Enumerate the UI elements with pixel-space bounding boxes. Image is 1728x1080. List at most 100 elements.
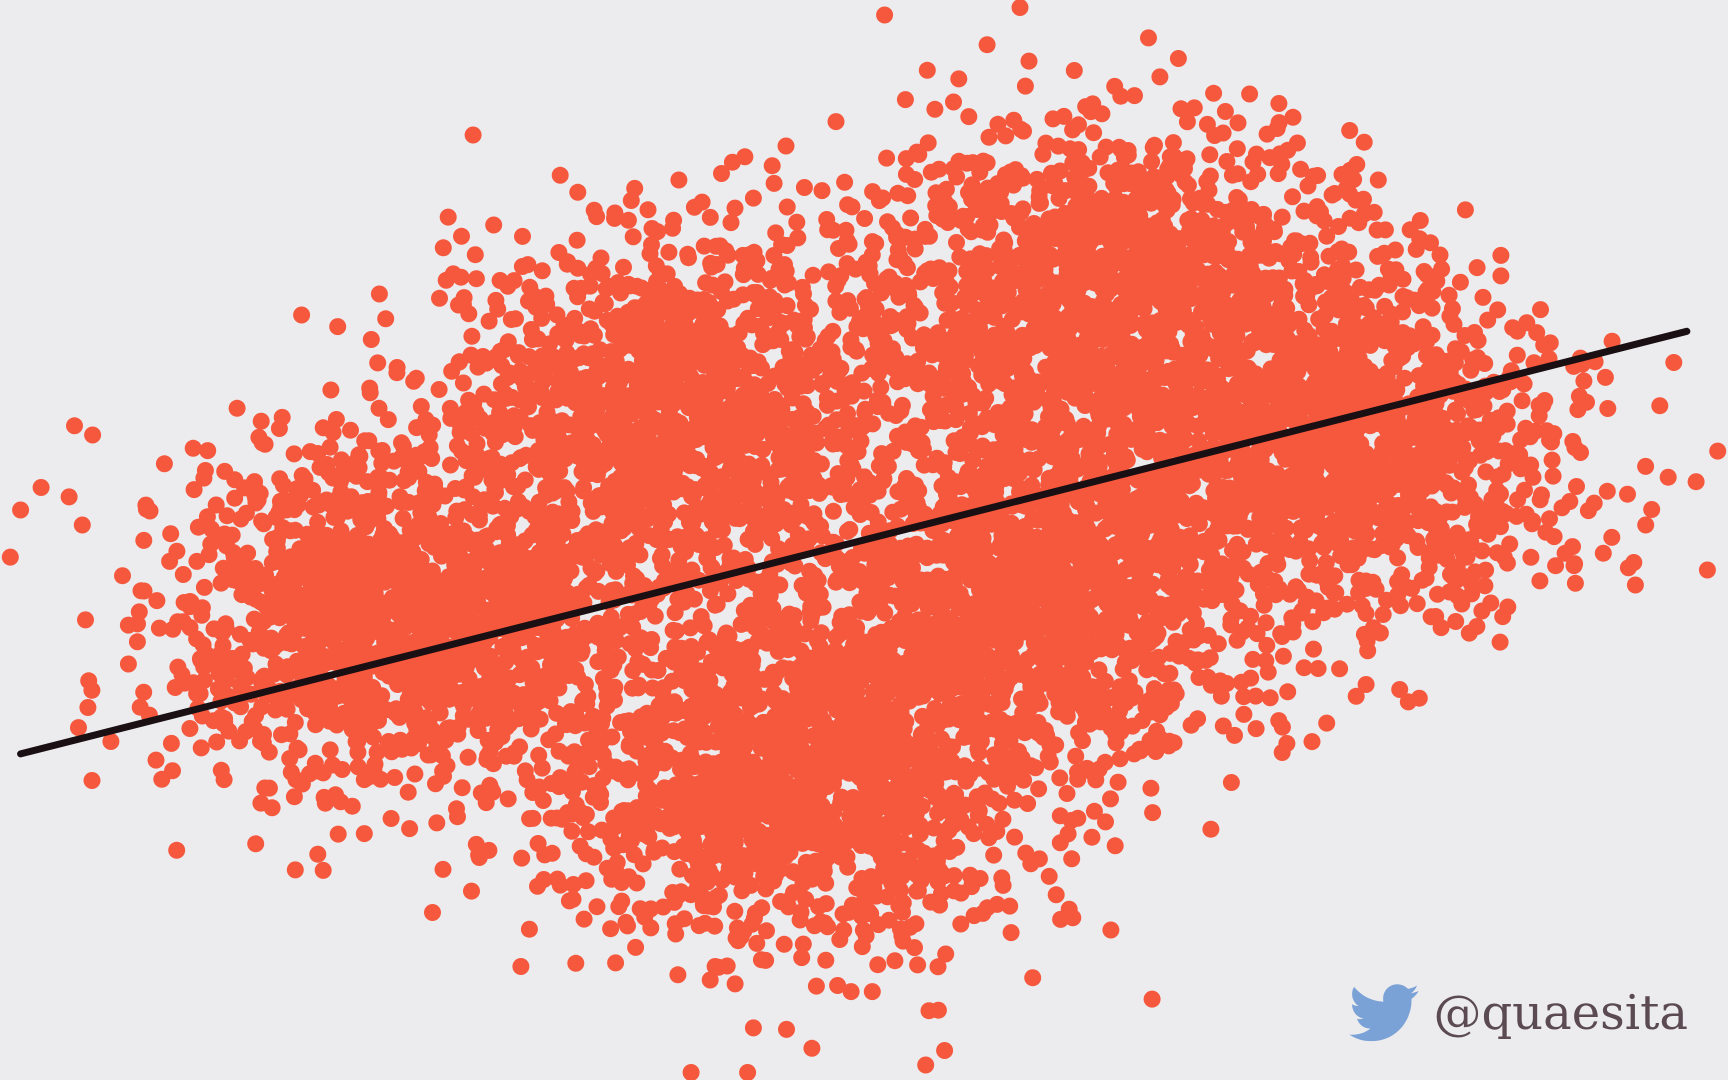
scatter-point (231, 732, 249, 750)
scatter-point (912, 872, 930, 890)
scatter-point (627, 938, 645, 956)
scatter-point (286, 714, 304, 731)
scatter-point (379, 411, 397, 429)
scatter-point (719, 585, 737, 603)
scatter-point (622, 433, 640, 451)
scatter-point (895, 809, 913, 826)
scatter-point (569, 183, 587, 201)
scatter-point (491, 516, 509, 534)
scatter-point (769, 323, 787, 341)
scatter-point (856, 210, 874, 227)
scatter-point (730, 324, 748, 342)
scatter-point (1143, 990, 1161, 1008)
scatter-point (660, 243, 678, 261)
scatter-point (511, 738, 529, 756)
scatter-point (333, 761, 351, 778)
scatter-point (705, 847, 723, 865)
scatter-point (422, 604, 439, 622)
scatter-point (807, 852, 825, 870)
scatter-point (514, 227, 531, 245)
scatter-point (153, 770, 171, 788)
scatter-point (620, 275, 637, 293)
scatter-point (927, 789, 945, 807)
scatter-point (685, 642, 703, 660)
scatter-point (673, 299, 691, 317)
scatter-point (393, 740, 411, 758)
scatter-point (600, 656, 617, 674)
scatter-point (612, 868, 630, 886)
scatter-point (216, 713, 234, 731)
scatter-point (263, 582, 281, 600)
scatter-point (778, 198, 796, 216)
scatter-point (761, 288, 779, 306)
scatter-point (512, 958, 530, 975)
scatter-point (626, 299, 644, 317)
scatter-point (656, 748, 674, 766)
scatter-point (537, 434, 555, 452)
scatter-point (511, 408, 529, 426)
scatter-point (715, 766, 733, 784)
scatter-point (829, 977, 847, 994)
scatter-point (683, 561, 701, 579)
scatter-point (664, 884, 682, 901)
scatter-point (726, 975, 744, 993)
scatter-point (978, 899, 996, 917)
scatter-point (704, 419, 722, 437)
scatter-point (719, 246, 737, 264)
scatter-point (539, 531, 557, 549)
scatter-point (607, 954, 625, 972)
scatter-point (132, 582, 150, 600)
scatter-point (388, 359, 406, 376)
scatter-point (726, 902, 744, 920)
scatter-point (357, 518, 375, 536)
scatter-point (697, 274, 715, 292)
scatter-point (750, 460, 768, 478)
scatter-point (571, 837, 589, 855)
scatter-point (296, 619, 314, 637)
scatter-point (1019, 795, 1037, 812)
scatter-point (794, 935, 812, 953)
scatter-point (573, 773, 591, 791)
scatter-point (247, 590, 265, 608)
scatter-point (824, 322, 842, 340)
scatter-point (447, 580, 464, 598)
scatter-point (585, 201, 603, 219)
scatter-point (208, 733, 226, 751)
scatter-point (374, 623, 392, 641)
scatter-point (641, 480, 659, 498)
scatter-point (634, 655, 652, 673)
scatter-point (726, 199, 744, 217)
scatter-point (212, 574, 230, 592)
scatter-point (519, 256, 537, 274)
scatter-point (428, 738, 446, 756)
scatter-point (343, 721, 361, 738)
scatter-point (480, 312, 498, 330)
scatter-point (306, 704, 323, 721)
scatter-point (786, 729, 804, 747)
scatter-point (246, 560, 264, 577)
scatter-point (286, 521, 304, 539)
scatter-point (646, 735, 664, 753)
scatter-point (994, 876, 1012, 894)
scatter-point (309, 513, 327, 531)
scatter-point (663, 416, 681, 434)
scatter-point (737, 727, 755, 745)
scatter-point (462, 346, 480, 364)
scatter-point (102, 733, 120, 750)
scatter-point (834, 849, 852, 867)
scatter-point (363, 767, 381, 785)
scatter-point (408, 658, 426, 676)
scatter-point (842, 760, 860, 777)
scatter-point (639, 427, 657, 445)
scatter-point (605, 809, 623, 827)
scatter-point (551, 876, 569, 894)
scatter-point (600, 277, 618, 295)
scatter-point (641, 463, 658, 481)
scatter-point (417, 473, 435, 491)
scatter-point (382, 810, 400, 827)
scatter-point (66, 417, 83, 435)
scatter-point (735, 259, 753, 277)
scatter-point (720, 657, 738, 675)
